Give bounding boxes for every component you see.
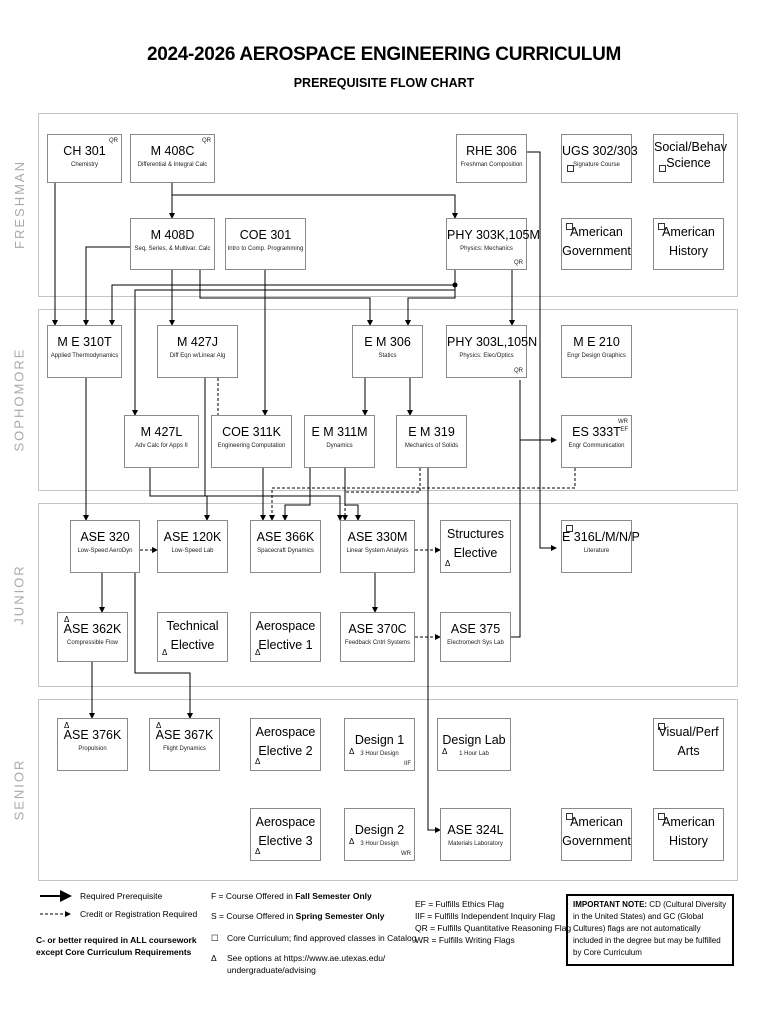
- core-checkbox: [658, 813, 665, 820]
- connector-em319-ase324l: [427, 468, 441, 833]
- legend-fall: F = Course Offered in Fall Semester Only: [211, 891, 372, 901]
- page-subtitle: PREREQUISITE FLOW CHART: [293, 76, 475, 90]
- connector-m408d-em306: [199, 270, 373, 326]
- options-triangle-icon: Δ: [64, 615, 70, 624]
- core-checkbox-icon: ☐: [211, 933, 219, 943]
- connector-phy303k-em306: [405, 270, 456, 326]
- triangle-icon: Δ: [211, 953, 217, 963]
- options-triangle-icon: Δ: [64, 721, 70, 730]
- connector-phy303k-me310t: [109, 284, 455, 326]
- core-checkbox: [658, 723, 665, 730]
- connector-es333t-ase366k-credit: [269, 468, 576, 521]
- options-triangle-icon: Δ: [156, 721, 162, 730]
- connector-em319-ase330m-credit: [342, 468, 421, 521]
- junction-dot: [452, 282, 458, 288]
- connector-m427l-ase366k: [149, 468, 210, 521]
- connector-ase320-ase367k: [134, 573, 193, 719]
- options-triangle-icon: Δ: [255, 757, 261, 766]
- core-checkbox: [566, 223, 573, 230]
- connector-em311m-ase366k: [282, 468, 311, 521]
- core-checkbox: [659, 165, 666, 172]
- core-checkbox: [658, 223, 665, 230]
- legend-core: ☐Core Curriculum; find approved classes …: [211, 933, 417, 943]
- options-triangle-icon: Δ: [255, 847, 261, 856]
- legend-flags: EF = Fulfills Ethics Flag IIF = Fulfills…: [415, 899, 572, 945]
- options-triangle-icon: Δ: [255, 648, 261, 657]
- connector-rhe306-es333t: [520, 151, 557, 551]
- connector-m408d-me310t: [83, 246, 130, 326]
- connector-em311m-ase330m: [344, 468, 361, 521]
- core-checkbox: [566, 525, 573, 532]
- options-triangle-icon: Δ: [442, 747, 448, 756]
- options-triangle-icon: Δ: [349, 837, 355, 846]
- legend-spring: S = Course Offered in Spring Semester On…: [211, 911, 385, 921]
- page-title: 2024-2026 AEROSPACE ENGINEERING CURRICUL…: [146, 44, 622, 65]
- legend-credit-label: Credit or Registration Required: [80, 909, 198, 919]
- legend-required-label: Required Prerequisite: [80, 891, 163, 901]
- core-checkbox: [567, 165, 574, 172]
- connector-phy303l-ase375: [495, 380, 521, 640]
- connector-phy303k-m427l: [132, 289, 455, 416]
- options-triangle-icon: Δ: [445, 559, 451, 568]
- important-note: IMPORTANT NOTE: CD (Cultural Diversity i…: [566, 894, 734, 966]
- options-triangle-icon: Δ: [349, 747, 355, 756]
- options-triangle-icon: Δ: [162, 648, 168, 657]
- core-checkbox: [566, 813, 573, 820]
- connector-m408c-phy303k: [172, 194, 458, 219]
